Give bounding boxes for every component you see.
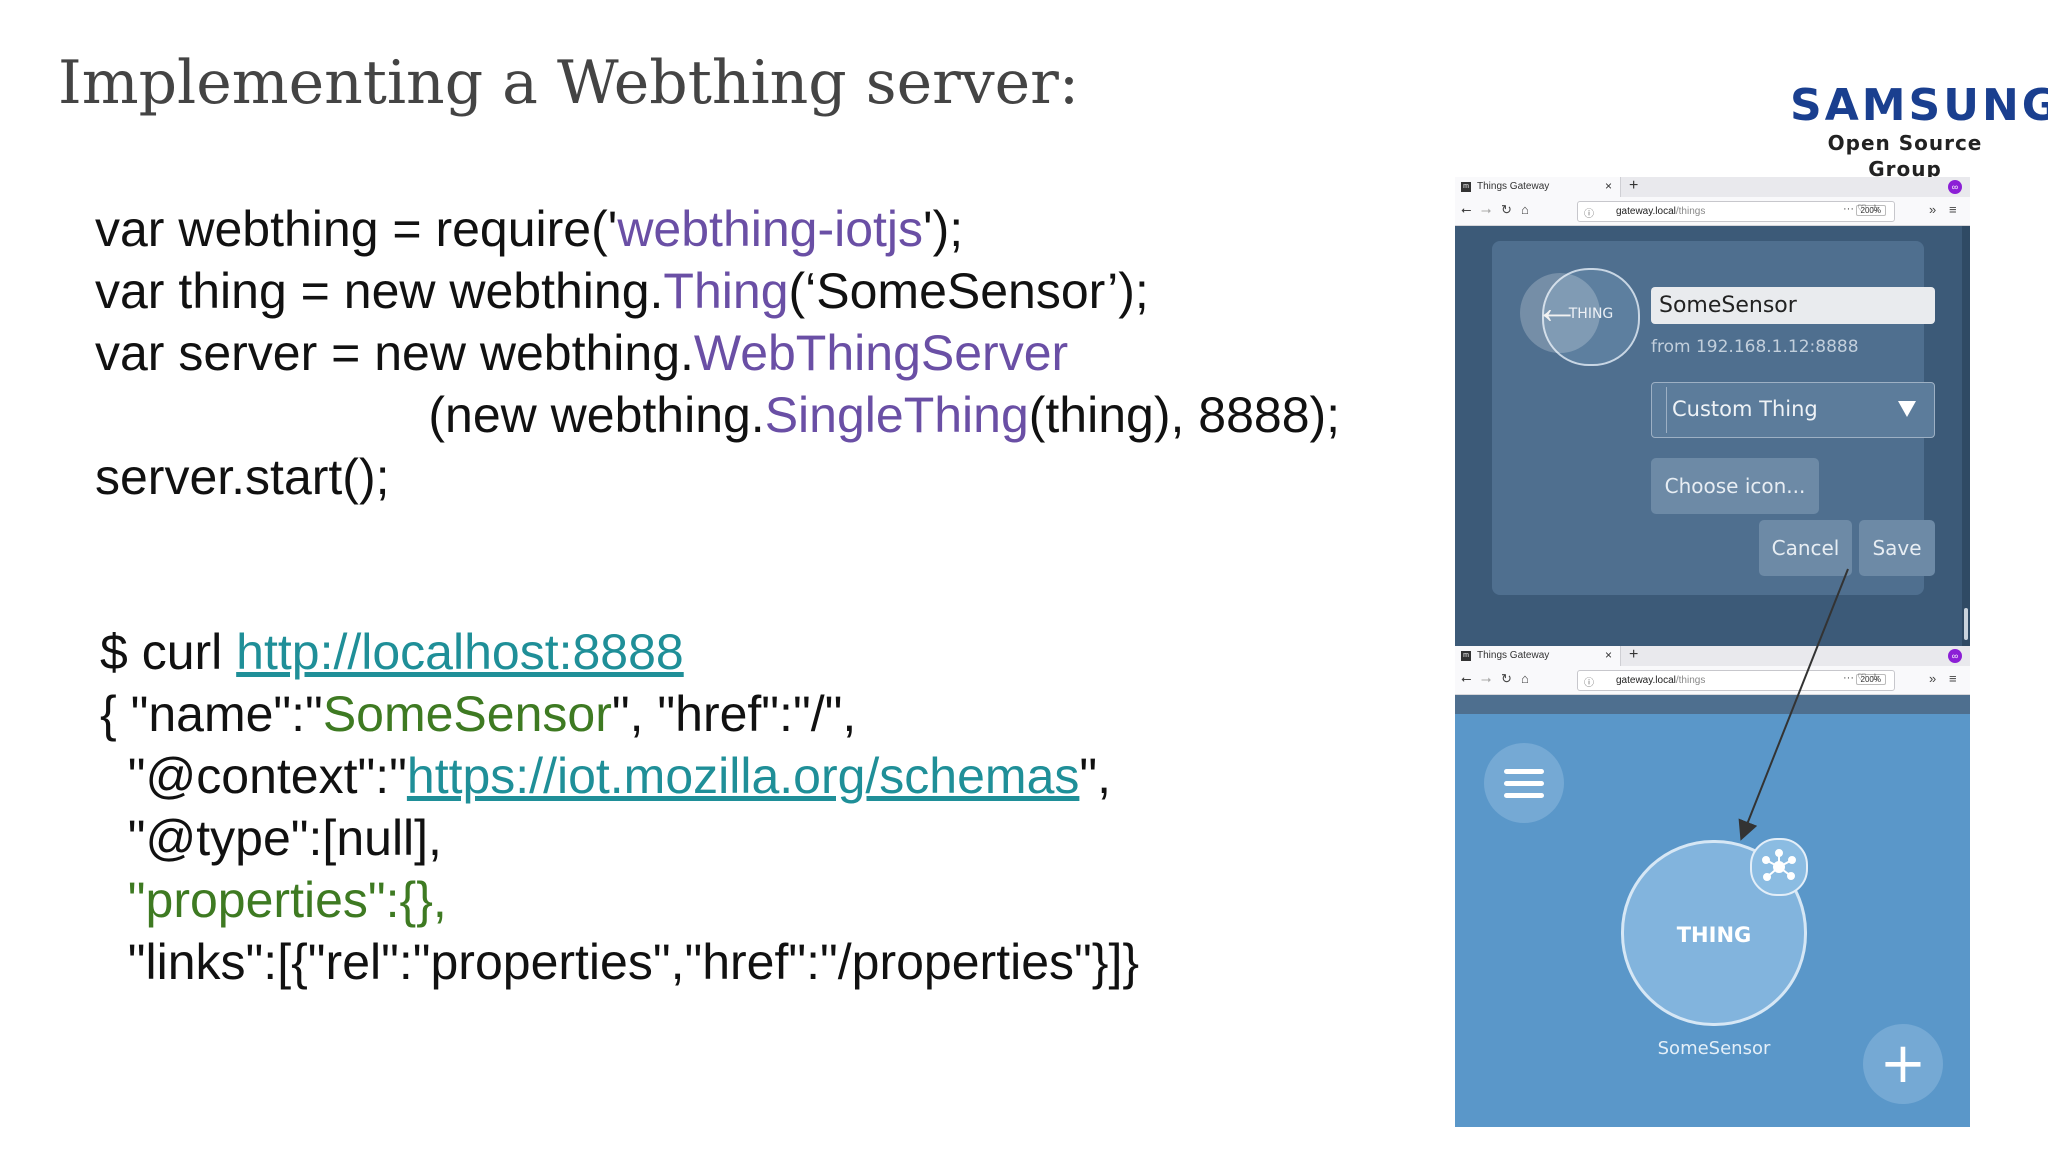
code-class-singlething: SingleThing [764, 387, 1029, 443]
code-string-name: SomeSensor [322, 686, 612, 742]
scrollbar[interactable] [1962, 226, 1970, 646]
curl-output-block: $ curl http://localhost:8888 { "name":"S… [100, 621, 1139, 993]
browser-tab-bar: m Things Gateway × + ∞ [1455, 177, 1970, 197]
code-text: $ curl [100, 624, 237, 680]
schemas-link[interactable]: https://iot.mozilla.org/schemas [406, 748, 1080, 804]
code-text: server.start(); [95, 449, 390, 505]
things-home-screen: THING SomeSensor + [1455, 714, 1970, 1127]
code-text: "links":[{"rel":"properties","href":"/pr… [100, 934, 1140, 990]
hamburger-icon [1504, 769, 1544, 798]
back-arrow-icon[interactable]: ← [1534, 281, 1580, 333]
back-button[interactable] [1520, 273, 1600, 353]
code-module-name: webthing-iotjs [617, 201, 924, 257]
reload-icon[interactable]: ↻ [1501, 202, 1512, 217]
tab-title: Things Gateway [1477, 181, 1550, 192]
extension-icon[interactable]: ∞ [1948, 649, 1962, 663]
thing-bubble-label: THING [1568, 306, 1614, 322]
thing-tile-label: THING [1676, 923, 1752, 947]
new-tab-button[interactable]: + [1629, 646, 1639, 663]
thing-icon-bubble: THING [1542, 268, 1640, 366]
zoom-badge[interactable]: 200% [1855, 674, 1886, 685]
slide-title: Implementing a Webthing server: [58, 48, 1080, 118]
thing-origin-text: from 192.168.1.12:8888 [1651, 337, 1859, 357]
gateway-favicon-icon: m [1461, 182, 1471, 192]
scrollbar-thumb[interactable] [1964, 608, 1968, 640]
menu-button[interactable] [1484, 743, 1564, 823]
home-icon[interactable]: ⌂ [1521, 202, 1529, 217]
thing-tile[interactable]: THING [1621, 840, 1807, 1026]
thing-name-input[interactable]: SomeSensor [1651, 287, 1935, 324]
url-text: gateway.local/things [1616, 675, 1706, 686]
page-actions-icon[interactable]: ··· ♡ ☆ [1843, 672, 1880, 684]
samsung-logo: SAMSUNG Open Source Group [1790, 80, 2048, 182]
edit-thing-screen: THING ← SomeSensor from 192.168.1.12:888… [1455, 226, 1970, 646]
thing-tile-name: SomeSensor [1657, 1038, 1771, 1059]
logo-subtitle: Open Source Group [1827, 131, 1983, 181]
menu-icon[interactable]: ≡ [1949, 202, 1957, 217]
save-button[interactable]: Save [1859, 520, 1935, 576]
code-text: "@type":[null], [100, 810, 442, 866]
overflow-icon[interactable]: » [1929, 202, 1937, 217]
cancel-button[interactable]: Cancel [1759, 520, 1852, 576]
edit-thing-dialog: THING ← SomeSensor from 192.168.1.12:888… [1492, 241, 1935, 595]
code-class-server: WebThingServer [693, 325, 1069, 381]
choose-icon-button[interactable]: Choose icon... [1651, 458, 1819, 514]
thing-type-select[interactable]: Custom Thing [1651, 382, 1935, 438]
thing-hub-icon[interactable] [1750, 838, 1808, 896]
close-tab-icon[interactable]: × [1605, 648, 1613, 662]
code-class-thing: Thing [663, 263, 789, 319]
site-info-icon[interactable]: ⓘ [1584, 678, 1594, 689]
url-text: gateway.local/things [1616, 206, 1706, 217]
gateway-screenshot-panel: m Things Gateway × + ∞ ⭠ ⭢ ↻ ⌂ ⓘ gateway… [1455, 177, 1970, 1127]
logo-wordmark: SAMSUNG [1790, 80, 2048, 131]
network-icon [1762, 849, 1796, 881]
menu-icon[interactable]: ≡ [1949, 671, 1957, 686]
code-properties: "properties":{}, [100, 872, 447, 928]
extension-icon[interactable]: ∞ [1948, 180, 1962, 194]
page-actions-icon[interactable]: ··· ♡ ☆ [1843, 203, 1880, 215]
code-text: var server = new webthing. [95, 325, 694, 381]
code-text: var thing = new webthing. [95, 263, 664, 319]
server-code-block: var webthing = require('webthing-iotjs')… [95, 198, 1340, 508]
browser-nav-bar-2: ⭠ ⭢ ↻ ⌂ ⓘ gateway.local/things 200% ··· … [1455, 666, 1970, 695]
tab-title: Things Gateway [1477, 650, 1550, 661]
code-text: (new webthing. [95, 387, 765, 443]
close-tab-icon[interactable]: × [1605, 179, 1613, 193]
browser-tab-bar-2: m Things Gateway × + ∞ [1455, 646, 1970, 666]
back-arrow-icon[interactable]: ⭠ [1461, 671, 1472, 686]
home-icon[interactable]: ⌂ [1521, 671, 1529, 686]
code-text: ", [1079, 748, 1112, 804]
code-text: var webthing = require(' [95, 201, 618, 257]
zoom-badge[interactable]: 200% [1855, 205, 1886, 216]
reload-icon[interactable]: ↻ [1501, 671, 1512, 686]
new-tab-button[interactable]: + [1629, 177, 1639, 194]
site-info-icon[interactable]: ⓘ [1584, 209, 1594, 220]
back-arrow-icon[interactable]: ⭠ [1461, 202, 1472, 217]
code-text: (thing), 8888); [1028, 387, 1341, 443]
code-text: "@context":" [100, 748, 407, 804]
forward-arrow-icon[interactable]: ⭢ [1481, 671, 1492, 686]
url-bar[interactable]: ⓘ gateway.local/things 200% [1577, 201, 1895, 222]
code-text: '); [923, 201, 964, 257]
select-divider [1666, 387, 1667, 433]
code-text: { "name":" [100, 686, 323, 742]
browser-tab[interactable]: m Things Gateway × [1455, 177, 1621, 197]
browser-nav-bar: ⭠ ⭢ ↻ ⌂ ⓘ gateway.local/things 200% ··· … [1455, 197, 1970, 226]
thing-type-value: Custom Thing [1672, 397, 1818, 421]
caret-down-icon [1898, 401, 1916, 417]
overflow-icon[interactable]: » [1929, 671, 1937, 686]
add-thing-button[interactable]: + [1863, 1024, 1943, 1104]
gateway-favicon-icon: m [1461, 651, 1471, 661]
browser-tab[interactable]: m Things Gateway × [1455, 646, 1621, 666]
code-text: (‘SomeSensor’); [788, 263, 1149, 319]
localhost-link[interactable]: http://localhost:8888 [236, 624, 684, 680]
forward-arrow-icon[interactable]: ⭢ [1481, 202, 1492, 217]
code-text: ", "href":"/", [611, 686, 857, 742]
